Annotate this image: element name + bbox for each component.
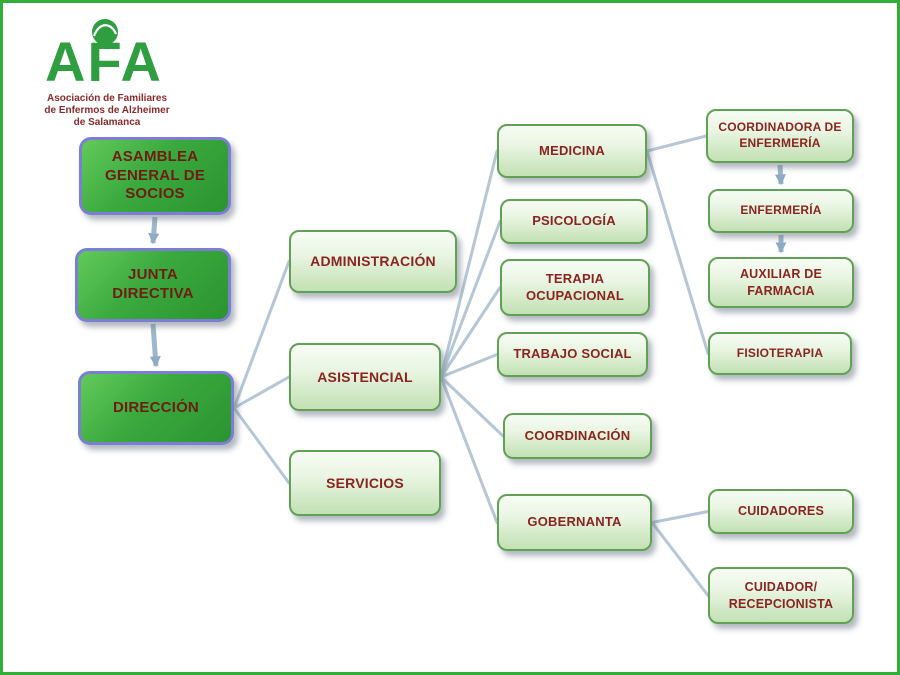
node-terapia-ocupacional: TERAPIA OCUPACIONAL [500,259,650,316]
node-cuidador-recepcionista: CUIDADOR/ RECEPCIONISTA [708,567,854,624]
connector-asistencial-to-terapia_ocupacional [439,286,502,379]
connector-coordinadora_enfermeria-to-enfermeria [775,164,786,186]
node-coordinacion: COORDINACIÓN [503,413,652,459]
afa-logo-mark: AFA [45,19,161,91]
connector-direccion-to-administracion [232,260,291,410]
node-servicios: SERVICIOS [289,450,441,516]
connector-gobernanta-to-cuidador_recepcionista [650,521,710,597]
node-fisioterapia: FISIOTERAPIA [708,332,852,375]
connector-direccion-to-servicios [232,406,291,485]
connector-lines-layer [148,134,787,597]
connector-medicina-to-fisioterapia [645,149,710,355]
connector-direccion-to-asistencial [232,375,291,410]
connector-asistencial-to-trabajo_social [439,353,499,379]
connector-junta-to-direccion [149,323,161,368]
connector-asistencial-to-coordinacion [439,375,505,438]
connector-asamblea-to-junta [148,216,160,245]
afa-logo-caption: Asociación de Familiares de Enfermos de … [29,93,185,129]
node-administracion: ADMINISTRACIÓN [289,230,457,293]
connector-asistencial-to-gobernanta [439,375,499,524]
node-psicologia: PSICOLOGÍA [500,199,648,244]
node-coordinadora-de-enfermeria: COORDINADORA DE ENFERMERÍA [706,109,854,163]
connector-medicina-to-coordinadora_enfermeria [645,134,708,153]
connector-gobernanta-to-cuidadores [650,510,710,524]
node-auxiliar-de-farmacia: AUXILIAR DE FARMACIA [708,257,854,308]
node-junta-directiva: JUNTA DIRECTIVA [75,248,231,322]
connector-asistencial-to-psicologia [439,220,502,379]
node-gobernanta: GOBERNANTA [497,494,652,551]
node-trabajo-social: TRABAJO SOCIAL [497,332,648,377]
afa-logo: AFA Asociación de Familiares de Enfermos… [29,17,185,129]
node-enfermeria: ENFERMERÍA [708,189,854,233]
node-cuidadores: CUIDADORES [708,489,854,534]
connector-asistencial-to-medicina [439,149,499,379]
node-medicina: MEDICINA [497,124,647,178]
logo-caption-line: de Enfermos de Alzheimer [44,105,170,116]
afa-logo-leaf-circle [92,19,118,45]
node-asamblea-general-de-socios: ASAMBLEA GENERAL DE SOCIOS [79,137,231,215]
node-asistencial: ASISTENCIAL [289,343,441,411]
node-direccion: DIRECCIÓN [78,371,234,445]
logo-caption-line: de Salamanca [73,117,141,128]
logo-caption-line: Asociación de Familiares [46,93,168,104]
afa-logo-leaf-vein [92,24,118,37]
